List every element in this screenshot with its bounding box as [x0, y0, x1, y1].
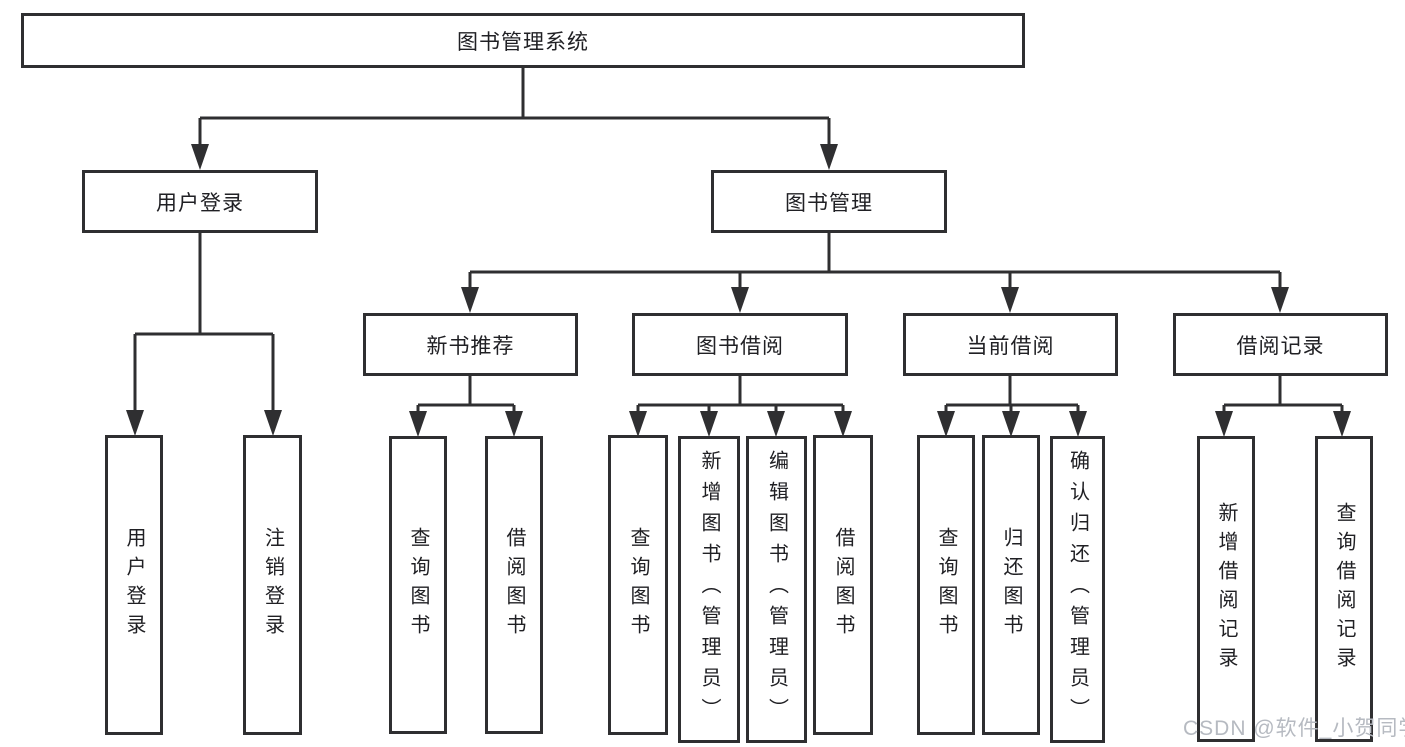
node-query-books-g2: 查询图书 [608, 435, 668, 735]
node-query-books-g3: 查询图书 [917, 435, 975, 735]
node-new-book-recommend: 新书推荐 [363, 313, 578, 376]
node-label: 用户登录 [123, 527, 145, 643]
node-label: 归还图书 [1000, 527, 1022, 643]
node-label: 借阅图书 [503, 527, 525, 643]
node-book-borrow: 图书借阅 [632, 313, 848, 376]
node-edit-books-admin: 编辑图书（管理员） [746, 436, 807, 743]
node-borrow-books-g2: 借阅图书 [813, 435, 873, 735]
node-label: 确认归还（管理员） [1066, 450, 1089, 729]
arrowheads [126, 144, 1351, 437]
node-label: 注销登录 [261, 527, 284, 643]
node-label: 新增图书（管理员） [698, 450, 720, 729]
node-confirm-return-admin: 确认归还（管理员） [1050, 436, 1105, 743]
node-user-login-leaf: 用户登录 [105, 435, 163, 735]
node-label: 借阅图书 [832, 527, 854, 643]
node-book-management: 图书管理 [711, 170, 947, 233]
node-add-books-admin: 新增图书（管理员） [678, 436, 740, 743]
node-borrow-records: 借阅记录 [1173, 313, 1388, 376]
node-add-borrow-record: 新增借阅记录 [1197, 436, 1255, 742]
node-logout-leaf: 注销登录 [243, 435, 302, 735]
node-label: 查询借阅记录 [1333, 502, 1355, 676]
node-return-books: 归还图书 [982, 435, 1040, 735]
node-root-system: 图书管理系统 [21, 13, 1025, 68]
node-label: 查询图书 [407, 527, 429, 643]
node-label: 编辑图书（管理员） [765, 450, 788, 729]
csdn-watermark: CSDN @软件_小贺同学 [1183, 717, 1405, 740]
node-label: 查询图书 [627, 527, 649, 643]
node-user-login: 用户登录 [82, 170, 318, 233]
node-current-borrow: 当前借阅 [903, 313, 1118, 376]
node-query-books-g1: 查询图书 [389, 436, 447, 734]
node-borrow-books-g1: 借阅图书 [485, 436, 543, 734]
node-label: 查询图书 [935, 527, 957, 643]
node-query-borrow-record: 查询借阅记录 [1315, 436, 1373, 742]
node-label: 新增借阅记录 [1215, 502, 1237, 676]
